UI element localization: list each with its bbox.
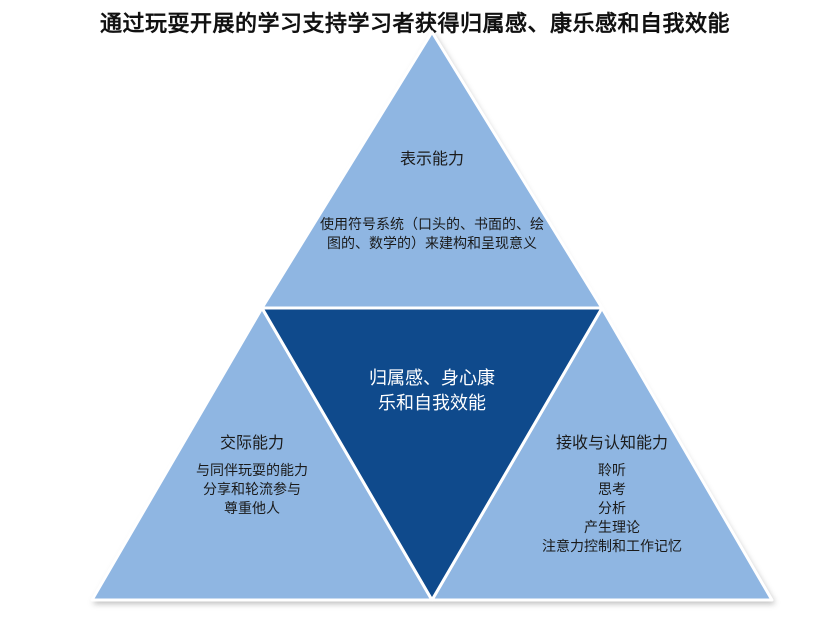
right-section-heading: 接收与认知能力	[555, 433, 668, 452]
center-triangle	[260, 306, 604, 602]
top-triangle	[260, 30, 604, 310]
left-section-line: 尊重他人	[224, 500, 280, 517]
left-section-line: 与同伴玩耍的能力	[196, 463, 308, 479]
top-section-line: 图的、数学的）来建构和呈现意义	[327, 235, 537, 252]
left-section-heading: 交际能力	[219, 433, 284, 452]
center-section-line: 归属感、身心康	[369, 368, 495, 389]
right-section-line: 聆听	[598, 463, 626, 479]
top-section-line: 使用符号系统（口头的、书面的、绘	[320, 217, 544, 233]
left-section-text: 与同伴玩耍的能力 分享和轮流参与 尊重他人	[172, 462, 332, 519]
center-section-text: 归属感、身心康 乐和自我效能	[342, 366, 522, 416]
top-section-heading: 表示能力	[399, 149, 464, 168]
left-section-line: 分享和轮流参与	[203, 481, 301, 498]
top-section-text: 使用符号系统（口头的、书面的、绘 图的、数学的）来建构和呈现意义	[292, 216, 572, 254]
right-section-line: 思考	[598, 481, 626, 498]
center-section-line: 乐和自我效能	[378, 393, 486, 415]
right-section-line: 产生理论	[584, 519, 640, 536]
right-section-line: 注意力控制和工作记忆	[542, 538, 682, 555]
right-section-text: 聆听 思考 分析 产生理论 注意力控制和工作记忆	[502, 462, 722, 556]
right-section-line: 分析	[598, 500, 626, 517]
page-title: 通过玩耍开展的学习支持学习者获得归属感、康乐感和自我效能	[99, 12, 730, 37]
